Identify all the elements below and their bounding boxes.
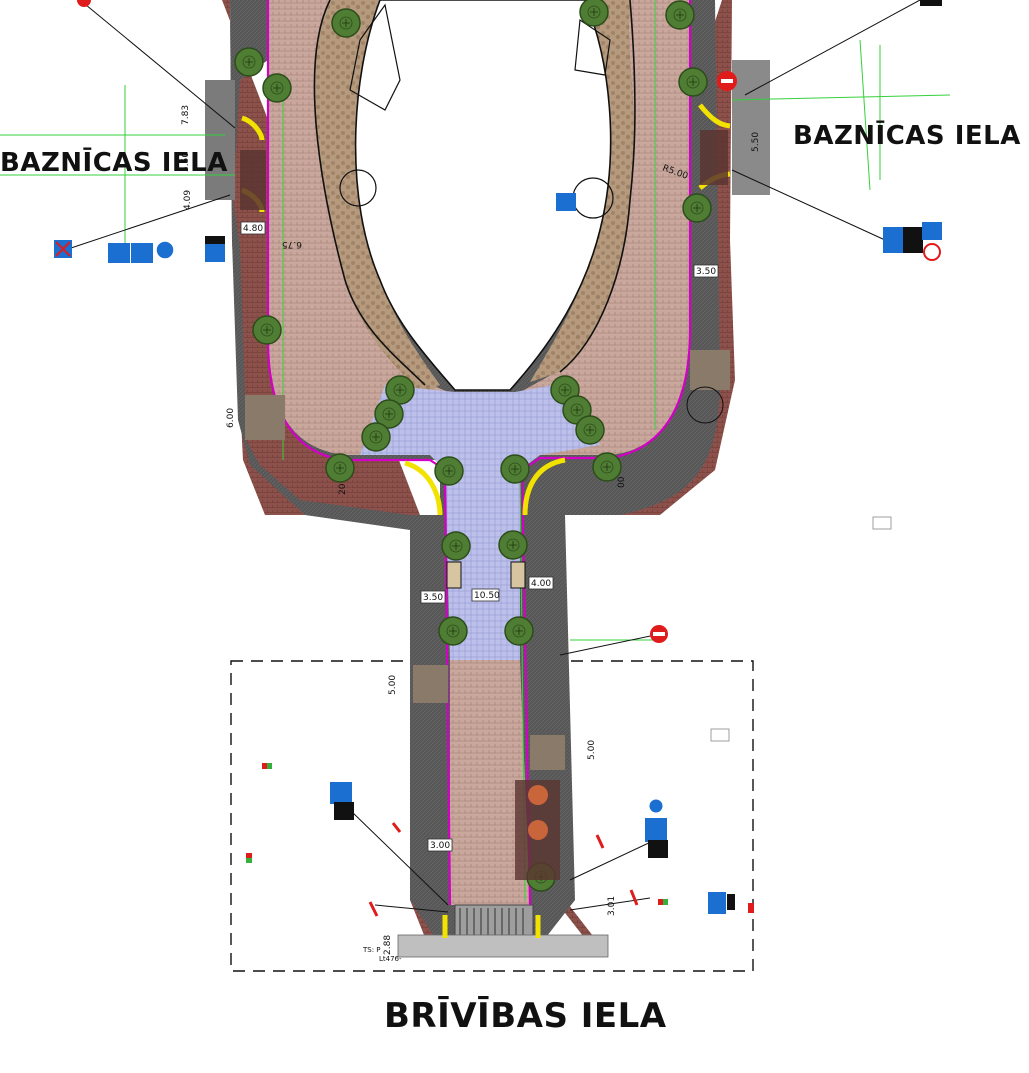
dim-550-right: 5.50: [751, 132, 761, 152]
dim-00: 00: [617, 476, 627, 488]
dim-675: 6.75: [282, 239, 302, 249]
dim-550-left: 5.50: [181, 152, 191, 172]
dim-350-right: 3.50: [696, 267, 716, 277]
dim-480: 4.80: [243, 224, 263, 234]
dim-288: 2.88: [383, 935, 393, 955]
brivibas-edge: [397, 934, 609, 958]
dim-500-left: 5.00: [388, 675, 398, 695]
cobble-left: [314, 0, 440, 395]
dim-400: 4.00: [531, 579, 551, 589]
dim-783: 7.83: [181, 105, 191, 125]
dim-301: 3.01: [607, 896, 617, 916]
tactile-right: [522, 457, 566, 516]
street-label-baznicas-left: BAZNĪCAS IELA: [0, 148, 228, 178]
dim-600: 6.00: [226, 408, 236, 428]
crosswalk-south: [454, 904, 534, 938]
dim-300: 3.00: [430, 841, 450, 851]
traffic-light-icon: [246, 763, 754, 913]
tactile-left: [404, 460, 443, 516]
warning-post: [368, 822, 639, 917]
dim-409: 4.09: [183, 190, 193, 210]
note-lt: Lt476-: [379, 955, 402, 963]
crosswalk-left: [205, 80, 235, 200]
paving-loop: [268, 0, 690, 515]
dim-350-lower: 3.50: [423, 593, 443, 603]
dim-20: 20: [338, 483, 348, 495]
note-ts: TS: P: [362, 946, 381, 954]
fountain-left: [339, 169, 377, 207]
central-island: [354, 0, 612, 391]
street-label-baznicas-right: BAZNĪCAS IELA: [793, 121, 1021, 151]
dim-500-right: 5.00: [587, 740, 597, 760]
plaza-blue: [360, 383, 600, 660]
bench-left: [446, 561, 462, 589]
street-label-brivibas: BRĪVĪBAS IELA: [384, 996, 667, 1036]
island-outline-1: [349, 3, 401, 111]
no-entry-sign-icon: [77, 0, 737, 643]
island-outline-2: [574, 18, 611, 76]
south-pavement: [450, 660, 530, 905]
crosswalk-right: [732, 60, 770, 195]
road-sign-icon: [54, 0, 942, 914]
dim-1050: 10.50: [474, 591, 500, 601]
bench-right: [510, 561, 526, 589]
